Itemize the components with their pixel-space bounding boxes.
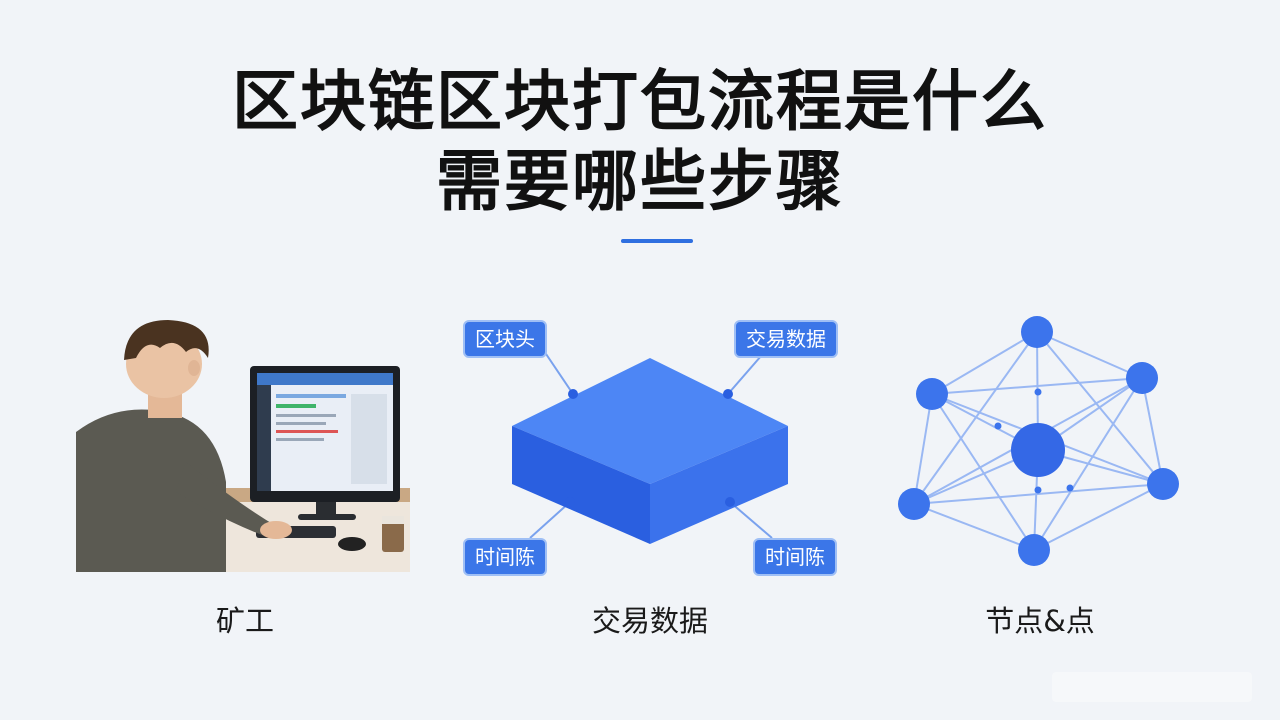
title-line-2: 需要哪些步骤 <box>436 143 844 220</box>
miner-caption: 矿工 <box>215 604 274 638</box>
miner-at-computer-icon <box>76 320 410 572</box>
miner-panel <box>76 312 410 572</box>
network-caption: 节点&点 <box>985 604 1095 638</box>
title-line-1: 区块链区块打包流程是什么 <box>232 63 1048 140</box>
node-network-icon <box>898 316 1179 566</box>
tag-transaction-data: 交易数据 <box>734 320 838 358</box>
tag-timestamp-right: 时间陈 <box>753 538 837 576</box>
accent-rule <box>621 239 693 243</box>
block-cube-icon <box>512 347 788 544</box>
watermark <box>1052 672 1252 702</box>
block-panel: 区块头 交易数据 时间陈 时间陈 <box>450 312 850 582</box>
tag-block-header: 区块头 <box>463 320 547 358</box>
network-panel <box>890 310 1190 580</box>
tag-timestamp-left: 时间陈 <box>463 538 547 576</box>
block-caption: 交易数据 <box>591 604 708 638</box>
page-title: 区块链区块打包流程是什么 需要哪些步骤 <box>0 62 1280 222</box>
